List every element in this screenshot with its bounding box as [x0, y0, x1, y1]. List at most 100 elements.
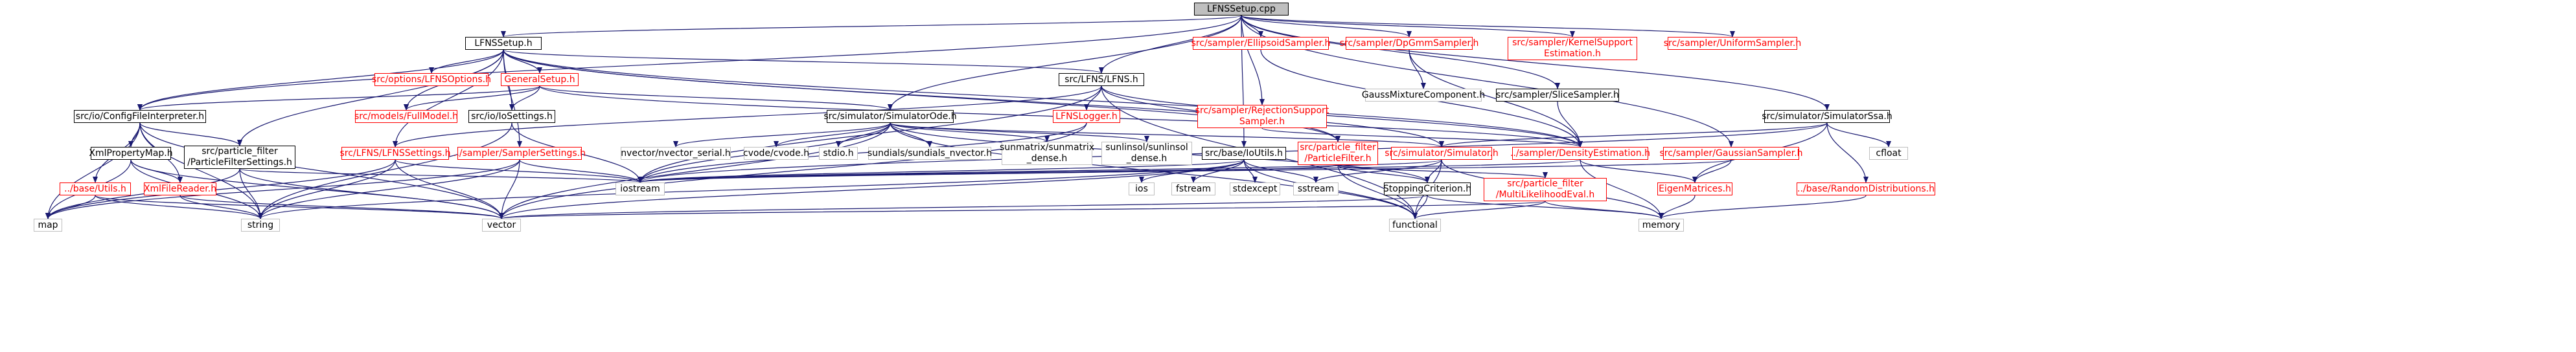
node-density-estimation[interactable]: ../sampler/DensityEstimation.h [1510, 147, 1651, 160]
edge-simode-to-simulator [890, 122, 1444, 148]
node-label-line: src/simulator/SimulatorOde.h [823, 111, 957, 122]
node-gaussian-sampler[interactable]: src/sampler/GaussianSampler.h [1659, 147, 1803, 160]
edge-stopping-to-vector [499, 195, 1428, 219]
node-label-line: ../sampler/DensityEstimation.h [1510, 148, 1651, 159]
node-label-line: src/sampler/RejectionSupport [1195, 105, 1329, 116]
node-label-line: src/io/IoSettings.h [471, 111, 553, 122]
node-label-line: nvector/nvector_serial.h [621, 148, 731, 159]
node-vector: vector [482, 219, 521, 232]
node-ios: ios [1129, 182, 1155, 195]
node-slice-sampler[interactable]: src/sampler/SliceSampler.h [1496, 89, 1619, 102]
node-xml-property-map[interactable]: XmlPropertyMap.h [89, 147, 173, 160]
node-label-line: map [38, 219, 58, 230]
edge-pfsettings-to-iostream [239, 168, 643, 183]
node-uniform-sampler[interactable]: src/sampler/UniformSampler.h [1664, 37, 1801, 50]
edge-pfsettings-to-vector [239, 168, 504, 219]
node-root: LFNSSetup.cpp [1194, 3, 1289, 16]
edge-lfnssettings-to-vector [395, 159, 504, 219]
edge-generalsetup-to-iosettings [509, 85, 540, 111]
edge-pfsettings-to-string [239, 168, 263, 219]
node-label-line: src/sampler/EllipsoidSampler.h [1191, 38, 1331, 49]
node-ellipsoid-sampler[interactable]: src/sampler/EllipsoidSampler.h [1191, 37, 1331, 50]
edge-particlefilter-to-functional [1337, 164, 1418, 219]
edge-randomdist-to-memory [1659, 195, 1867, 219]
node-label-line: src/models/FullModel.h [354, 111, 459, 122]
node-stopping-criterion[interactable]: StoppingCriterion.h [1383, 182, 1472, 195]
node-lfns-settings[interactable]: src/LFNS/LFNSSettings.h [339, 147, 451, 160]
edge-lfnssettings-to-string [258, 159, 396, 219]
node-label-line: XmlFileReader.h [143, 183, 217, 194]
node-lfns-logger[interactable]: LFNSLogger.h [1053, 110, 1120, 123]
node-label-line: cfloat [1876, 148, 1902, 159]
node-multi-likelihood-eval[interactable]: src/particle_filter/MultiLikelihoodEval.… [1484, 178, 1607, 201]
edge-multilik-to-memory [1545, 201, 1664, 219]
node-simulator-ssa[interactable]: src/simulator/SimulatorSsa.h [1762, 110, 1892, 123]
node-dpgmm-sampler[interactable]: src/sampler/DpGmmSampler.h [1340, 37, 1478, 50]
node-label-line: string [247, 219, 274, 230]
edge-ioutils-to-iostream [638, 159, 1245, 183]
edge-gaussiansampler-to-eigenmat [1692, 159, 1732, 183]
edge-multilik-to-vector [500, 201, 1546, 219]
edge-generalsetup-to-simode [539, 85, 893, 111]
node-label-line: src/simulator/Simulator.h [1385, 148, 1499, 159]
edge-generalsetup-to-fullmodel [404, 85, 540, 111]
edge-lfnssetup_h-to-options [429, 49, 504, 74]
edge-lfnssettings-to-iostream [395, 159, 643, 183]
edge-samplersettings-to-vector [499, 159, 520, 219]
node-label-line: src/particle_filter [1300, 142, 1376, 153]
node-random-distributions[interactable]: ../base/RandomDistributions.h [1797, 182, 1935, 195]
edge-densityest-to-eigenmat [1580, 159, 1697, 183]
edge-root-to-simssa [1241, 15, 1830, 111]
edge-lfnslogger-to-vector [499, 122, 1087, 219]
node-label-line: functional [1392, 219, 1438, 230]
edge-eigenmat-to-memory [1659, 195, 1696, 219]
edge-baseutils-to-map [45, 195, 96, 219]
node-xml-file-reader[interactable]: XmlFileReader.h [144, 182, 216, 195]
edge-root-to-slicesampler [1241, 15, 1560, 89]
node-memory: memory [1639, 219, 1684, 232]
edge-gaussiansampler-to-iostream [638, 159, 1732, 183]
node-general-setup[interactable]: GeneralSetup.h [501, 73, 579, 86]
node-io-settings[interactable]: src/io/IoSettings.h [468, 110, 555, 123]
edge-root-to-kernel [1241, 15, 1575, 38]
node-eigen-matrices[interactable]: EigenMatrices.h [1657, 182, 1732, 195]
node-label-line: sunlinsol/sunlinsol [1105, 142, 1188, 153]
node-label-line: stdexcept [1232, 183, 1278, 194]
node-sampler-settings[interactable]: ../sampler/SamplerSettings.h [454, 147, 586, 160]
node-io-utils[interactable]: src/base/IoUtils.h [1202, 147, 1286, 160]
edge-root-to-configinterp [137, 15, 1242, 111]
node-lfns-lfns[interactable]: src/LFNS/LFNS.h [1059, 73, 1144, 86]
edge-lfns_lfns-to-densityest [1101, 85, 1583, 148]
edge-particlefilter-to-multilik [1337, 164, 1548, 179]
node-simulator-ode[interactable]: src/simulator/SimulatorOde.h [823, 110, 957, 123]
node-lfnssetup-h[interactable]: LFNSSetup.h [465, 37, 542, 50]
node-particle-filter[interactable]: src/particle_filter/ParticleFilter.h [1298, 142, 1378, 165]
node-label-line: sunmatrix/sunmatrix [999, 142, 1095, 153]
node-particle-filter-settings[interactable]: src/particle_filter/ParticleFilterSettin… [184, 146, 295, 169]
edge-densityest-to-memory [1580, 159, 1664, 219]
node-label-line: src/sampler/KernelSupport [1512, 38, 1633, 48]
node-config-file-interpreter[interactable]: src/io/ConfigFileInterpreter.h [74, 110, 206, 123]
node-label-line: StoppingCriterion.h [1383, 183, 1472, 194]
node-lfns-options[interactable]: src/options/LFNSOptions.h [372, 73, 491, 86]
node-string: string [241, 219, 280, 232]
node-label-line: _dense.h [1026, 153, 1068, 164]
node-label-line: src/sampler/DpGmmSampler.h [1339, 38, 1479, 49]
edge-root-to-rejection [1241, 15, 1265, 105]
node-cvode: cvode/cvode.h [743, 147, 809, 160]
edge-generalsetup-to-configinterp [137, 85, 540, 111]
node-label-line: Estimation.h [1544, 49, 1601, 59]
edge-samplersettings-to-iostream [519, 159, 643, 183]
node-simulator[interactable]: src/simulator/Simulator.h [1385, 147, 1499, 160]
edge-configinterp-to-string [139, 122, 263, 219]
edge-simode-to-sunlinsol [890, 122, 1149, 142]
node-base-utils[interactable]: ../base/Utils.h [60, 182, 131, 195]
node-label-line: src/options/LFNSOptions.h [372, 74, 491, 85]
edge-simulator-to-sstream [1313, 159, 1442, 183]
node-full-model[interactable]: src/models/FullModel.h [354, 110, 459, 123]
node-label-line: src/io/ConfigFileInterpreter.h [75, 111, 205, 122]
